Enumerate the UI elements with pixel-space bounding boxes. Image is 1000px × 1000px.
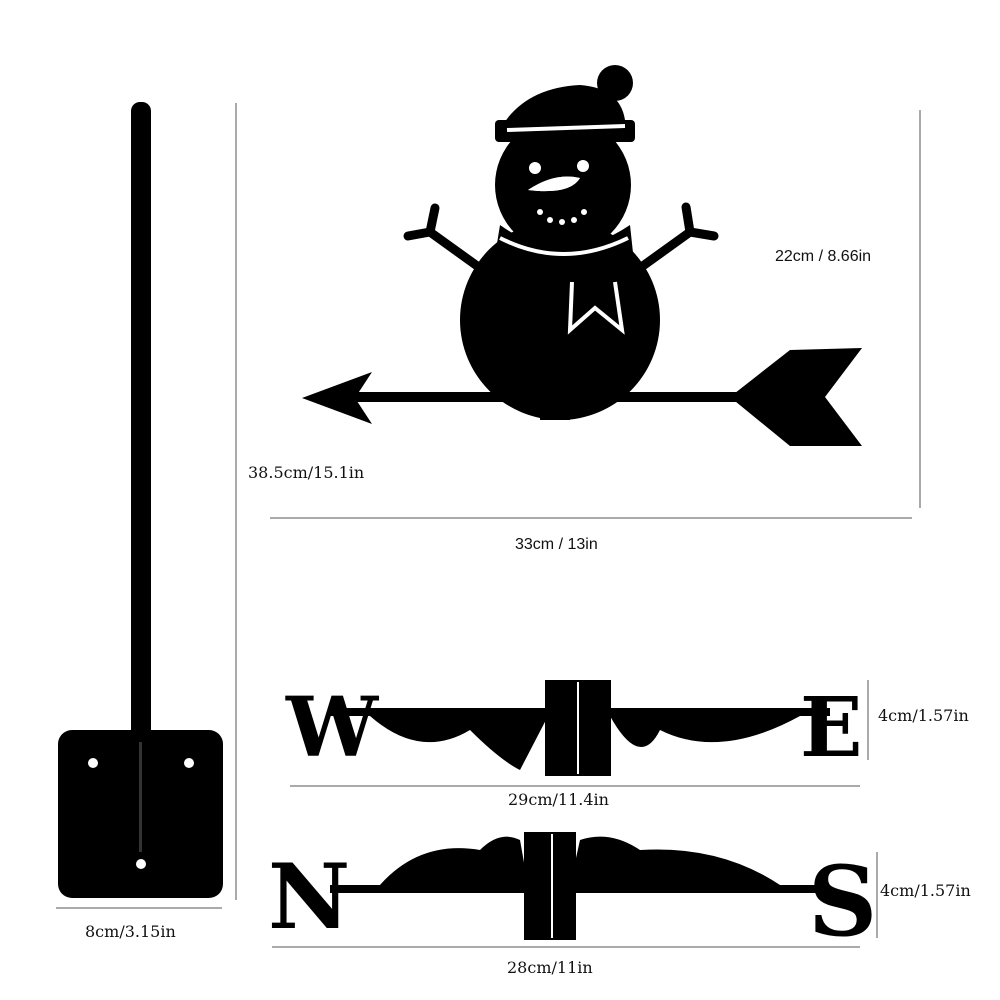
letter-n: N xyxy=(268,844,350,950)
letter-e: E xyxy=(800,680,863,776)
ns-height-label: 4cm/1.57in xyxy=(880,881,971,900)
base-width-label: 8cm/3.15in xyxy=(85,922,176,941)
north-south-bar: N S xyxy=(268,832,877,958)
west-east-bar: W E xyxy=(285,680,863,776)
dimension-lines xyxy=(56,103,921,948)
pole-with-base xyxy=(58,102,223,898)
vane-width-label: 33cm / 13in xyxy=(515,536,598,553)
snowman-vane xyxy=(302,65,862,446)
total-height-label: 38.5cm/15.1in xyxy=(248,463,365,482)
letter-s: S xyxy=(808,845,877,958)
ns-width-label: 28cm/11in xyxy=(507,958,593,977)
vane-height-label: 22cm / 8.66in xyxy=(775,248,872,265)
we-height-label: 4cm/1.57in xyxy=(878,706,969,725)
letter-w: W xyxy=(285,680,380,776)
we-width-label: 29cm/11.4in xyxy=(508,790,609,809)
